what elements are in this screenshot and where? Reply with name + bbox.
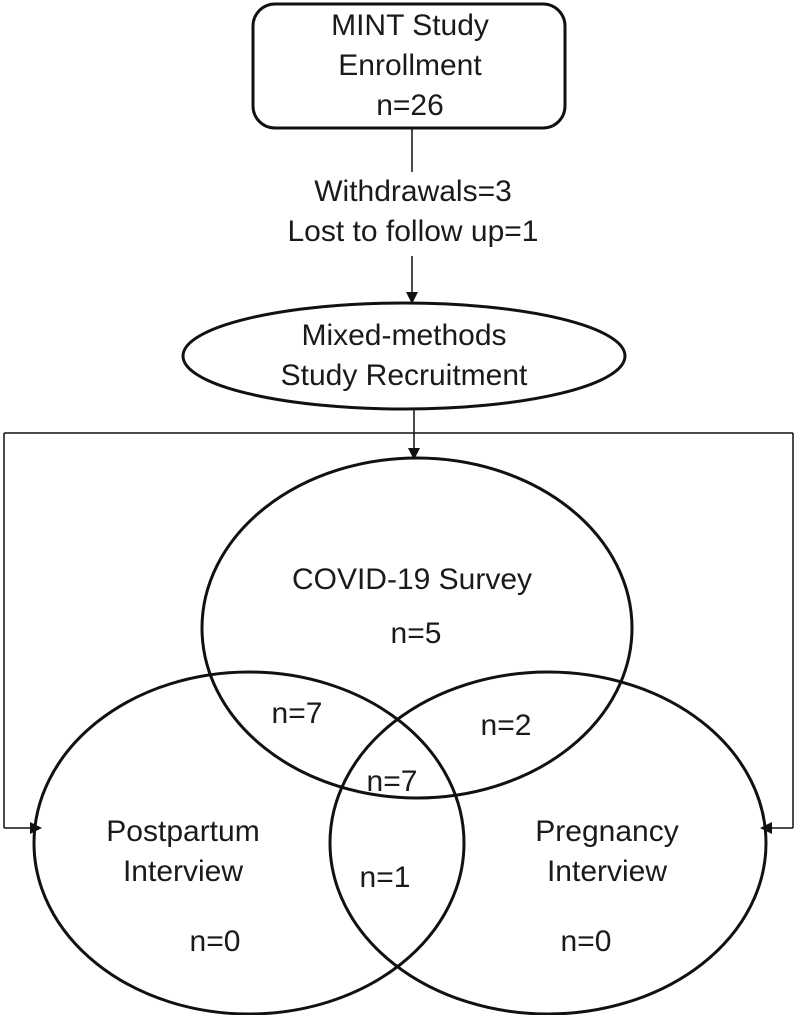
pregnancy-line1: Pregnancy bbox=[535, 815, 679, 848]
recruitment-ellipse bbox=[181, 301, 627, 411]
all-three-overlap-count: n=7 bbox=[366, 765, 418, 798]
postpartum-interview-circle bbox=[32, 670, 466, 1015]
enrollment-line2: Enrollment bbox=[338, 49, 482, 82]
postpartum-interview-label: Postpartum Interview bbox=[106, 812, 259, 892]
covid-postpartum-overlap-count: n=7 bbox=[271, 697, 323, 730]
pregnancy-count: n=0 bbox=[560, 925, 612, 958]
withdrawals-text: Withdrawals=3 bbox=[314, 175, 512, 208]
enrollment-line1: MINT Study bbox=[331, 9, 489, 42]
postpartum-line1: Postpartum bbox=[106, 815, 260, 848]
enrollment-count: n=26 bbox=[376, 89, 444, 122]
covid-survey-circle bbox=[200, 456, 634, 800]
recruitment-line2: Study Recruitment bbox=[280, 359, 528, 392]
covid-pregnancy-overlap-count: n=2 bbox=[480, 709, 532, 742]
enrollment-label: MINT Study Enrollment n=26 bbox=[331, 6, 489, 126]
recruitment-label: Mixed-methods Study Recruitment bbox=[281, 316, 528, 396]
attrition-label: Withdrawals=3 Lost to follow up=1 bbox=[283, 172, 543, 252]
covid-survey-count: n=5 bbox=[390, 617, 442, 650]
postpartum-line2: Interview bbox=[122, 855, 244, 888]
enrollment-box bbox=[251, 2, 567, 130]
lost-to-follow-up-text: Lost to follow up=1 bbox=[287, 215, 539, 248]
covid-survey-title: COVID-19 Survey bbox=[291, 563, 533, 596]
pregnancy-line2: Interview bbox=[546, 855, 668, 888]
postpartum-pregnancy-overlap-count: n=1 bbox=[359, 861, 411, 894]
pregnancy-interview-label: Pregnancy Interview bbox=[535, 812, 678, 892]
recruitment-line1: Mixed-methods bbox=[301, 319, 507, 352]
postpartum-count: n=0 bbox=[189, 925, 241, 958]
pregnancy-interview-circle bbox=[328, 670, 768, 1015]
